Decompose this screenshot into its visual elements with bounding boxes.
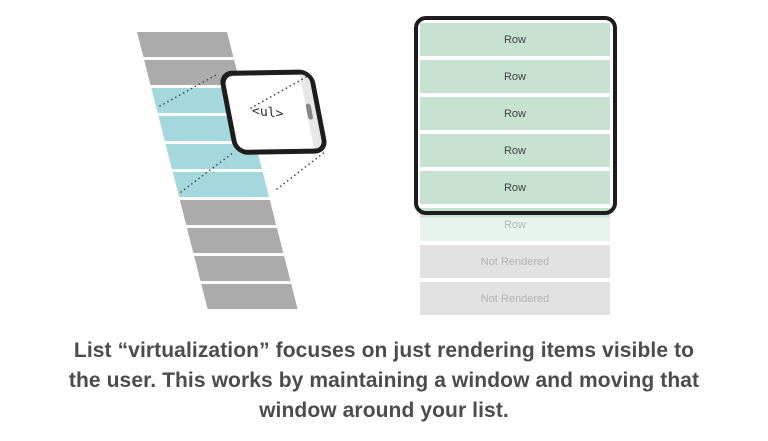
row-label: Not Rendered xyxy=(480,292,550,305)
rendered-row-list: Row Row Row Row Row Row Not Rendered Not… xyxy=(420,23,610,319)
rendered-row: Row xyxy=(420,97,610,130)
rendered-row: Row xyxy=(420,134,610,167)
caption-line: List “virtualization” focuses on just re… xyxy=(73,339,695,362)
list-bar-offscreen xyxy=(179,200,277,225)
partially-rendered-row: Row xyxy=(420,208,610,241)
row-label: Row xyxy=(503,70,526,83)
list-bar-visible-window xyxy=(172,172,270,197)
phone-screen: <ul> xyxy=(224,75,311,150)
row-label: Row xyxy=(503,107,526,120)
row-label: Row xyxy=(503,144,526,157)
list-bar-offscreen xyxy=(201,284,298,309)
rendered-row: Row xyxy=(420,23,610,56)
ul-tag-label: <ul> xyxy=(251,103,284,122)
caption-line: window around your list. xyxy=(259,399,509,422)
row-label: Not Rendered xyxy=(480,255,550,268)
not-rendered-row: Not Rendered xyxy=(420,245,610,278)
rendered-row: Row xyxy=(420,171,610,204)
list-bar-offscreen xyxy=(137,32,234,57)
caption: List “virtualization” focuses on just re… xyxy=(0,336,768,426)
list-bar-offscreen xyxy=(186,228,284,253)
list-bar-offscreen xyxy=(194,256,291,281)
rendered-row: Row xyxy=(420,60,610,93)
row-label: Row xyxy=(503,181,526,194)
row-label: Row xyxy=(503,33,526,46)
row-label: Row xyxy=(503,218,526,231)
projection-line-bottom-right xyxy=(276,150,327,190)
caption-line: the user. This works by maintaining a wi… xyxy=(68,369,700,392)
phone: <ul> xyxy=(218,69,329,155)
not-rendered-row: Not Rendered xyxy=(420,282,610,315)
